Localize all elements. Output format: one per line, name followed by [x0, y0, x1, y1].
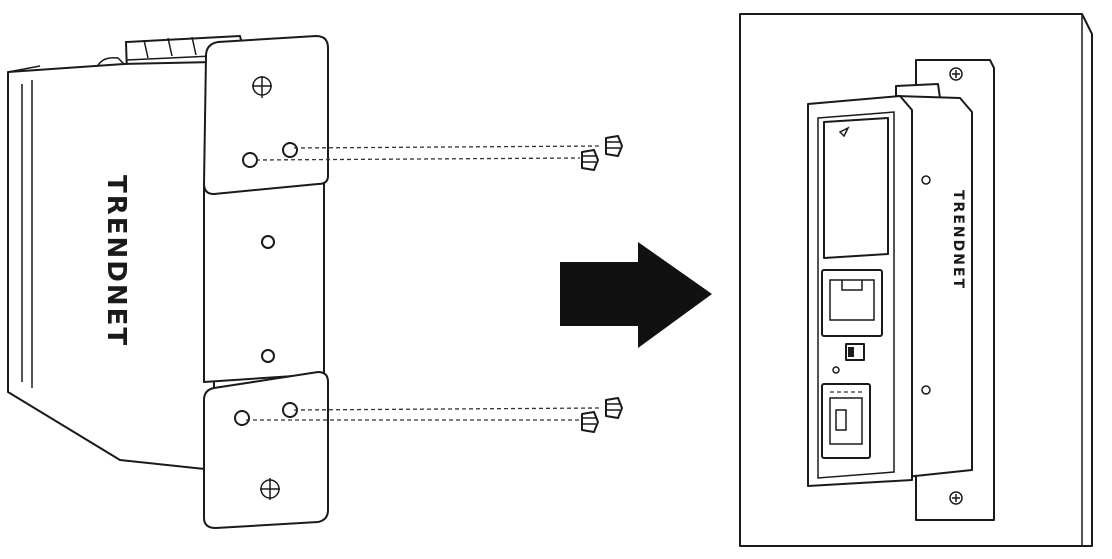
bottom-bracket-plate	[203, 371, 329, 529]
wall-screw-bottom	[949, 491, 963, 505]
screw-icon	[605, 397, 623, 419]
screw-icon	[581, 149, 599, 171]
screw-icon	[605, 135, 623, 157]
device-brand-logo: TRENDNET	[950, 190, 966, 290]
top-bracket-plate	[203, 35, 329, 195]
rj45-port[interactable]	[821, 269, 883, 337]
device-with-brackets: TRENDNET	[7, 35, 623, 529]
rail-hole-lower	[261, 349, 275, 363]
screw-guide-line	[293, 145, 601, 149]
screw-guide-line	[255, 157, 581, 161]
bracket-hole-top-left	[242, 152, 258, 168]
status-led	[832, 366, 840, 374]
wall-mounted-device: TRENDNET	[739, 13, 1093, 547]
right-arrow-icon	[560, 242, 712, 348]
rail-hole-upper	[261, 235, 275, 249]
bracket-hole-bottom-left	[234, 410, 250, 426]
wall-screw-top	[949, 67, 963, 81]
led-panel	[823, 117, 889, 259]
screw-icon	[581, 411, 599, 433]
device-brand-logo: TRENDNET	[101, 175, 131, 347]
screw-guide-line	[293, 407, 601, 411]
plus-screw-mark-bottom	[260, 478, 280, 500]
sfp-port[interactable]	[821, 383, 871, 459]
bracket-hole-top-right	[282, 142, 298, 158]
